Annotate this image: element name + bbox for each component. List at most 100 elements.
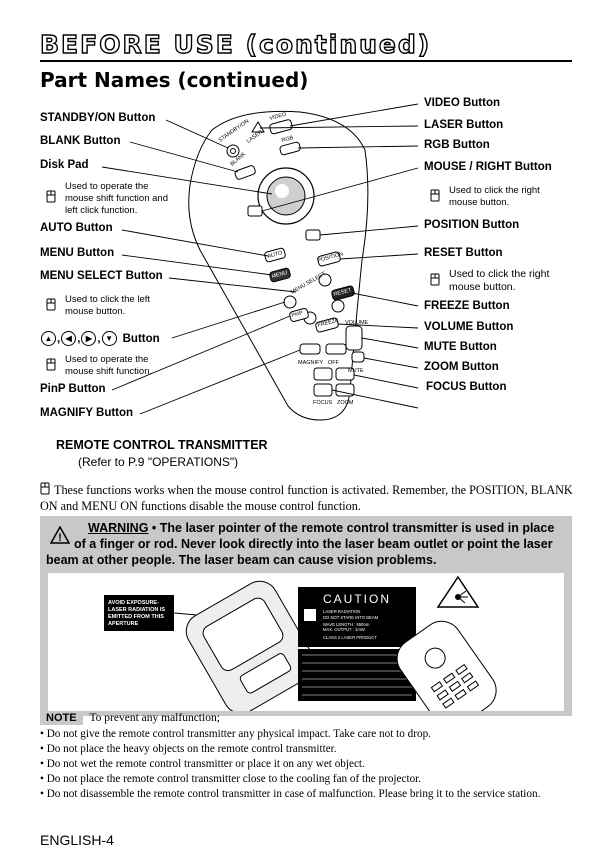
remote-label-off: OFF [328,360,340,366]
remote-focus-plus [313,367,333,381]
remote-label-pinp: PinP [291,310,304,319]
label-pinp-button: PinP Button [40,383,106,395]
product-label [298,649,416,701]
label-magnify-button: MAGNIFY Button [40,407,134,419]
remote-laser-btn [251,121,265,133]
list-item: • Do not place the heavy objects on the … [40,743,337,755]
label-zoom-button: ZOOM Button [424,361,499,373]
remote-front-view [396,620,497,711]
label-position-button: POSITION Button [424,219,520,231]
list-item: • Do not wet the remote control transmit… [40,758,365,770]
note-tag: NOTE [40,711,83,725]
remote-label-mute: MUTE [348,368,364,374]
mouse-icon [40,482,50,495]
remote-label-freeze: FREEZE [317,317,340,328]
mouse-icon [46,298,56,311]
label-mute-button: MUTE Button [424,341,497,353]
remote-label-video: VIDEO [269,112,288,122]
page-number: ENGLISH-4 [40,832,114,848]
aperture-label [104,595,174,631]
svg-text:DO NOT STARE INTO BEAM: DO NOT STARE INTO BEAM [323,615,379,620]
mouse-icon [430,189,440,202]
laser-hazard-icon [436,575,480,608]
svg-text:LASER RADIATION: LASER RADIATION [323,609,360,614]
label-video-button: VIDEO Button [424,97,501,109]
remote-label-focus: FOCUS [313,400,333,406]
mouse-function-notice: These functions works when the mouse con… [40,482,573,513]
remote-arrow-right [331,299,345,313]
remote-label-rgb: RGB [281,135,294,144]
page-subtitle: Part Names (continued) [40,68,309,92]
page-section-title: BEFORE USE (continued) [39,29,432,59]
svg-text:APERTURE: APERTURE [108,621,139,627]
svg-text:WAVE LENGTH : 650nm: WAVE LENGTH : 650nm [323,622,370,627]
svg-text:!: ! [58,532,62,544]
arrow-up-icon: ▲ [41,331,56,346]
warning-text: ! WARNING • The laser pointer of the rem… [46,521,555,567]
list-item: • Do not give the remote control transmi… [40,728,431,740]
svg-text:CLASS 2 LASER PRODUCT: CLASS 2 LASER PRODUCT [323,635,377,640]
caution-label [298,587,416,647]
label-disk-pad: Disk Pad [40,159,89,171]
remote-label-menu: MENU [271,270,288,280]
remote-zoom-minus [335,383,355,397]
remote-menu-btn [269,267,291,283]
label-arrow-buttons: ▲ , ◀ , ▶ , ▼ Button [41,331,160,346]
remote-video-btn [269,119,293,135]
remote-label-auto: AUTO [267,250,284,260]
warning-tag: WARNING [88,521,149,535]
remote-right-mouse-btn [305,229,321,241]
remote-freeze-btn [315,317,339,333]
label-reset-button: RESET Button [424,247,503,259]
list-item: • Do not place the remote control transm… [40,773,422,785]
label-blank-button: BLANK Button [40,135,121,147]
remote-mute-btn [351,351,365,363]
remote-back-view [185,580,316,711]
label-laser-button: LASER Button [424,119,504,131]
arrow-down-icon: ▼ [101,331,117,346]
mouse-icon [46,190,56,203]
label-volume-button: VOLUME Button [424,321,514,333]
label-menu-select-button: MENU SELECT Button [40,270,163,282]
remote-label-magnify: MAGNIFY [298,360,323,366]
mouse-icon [46,358,56,371]
label-focus-button: FOCUS Button [426,381,507,393]
remote-volume-btn [345,325,363,351]
label-menu-button: MENU Button [40,247,115,259]
remote-label-volume: VOLUME [345,320,369,326]
label-freeze-button: FREEZE Button [424,300,510,312]
remote-pinp-btn [289,308,309,322]
remote-label-reset: RESET [333,287,353,298]
svg-text:LASER RADIATION IS: LASER RADIATION IS [108,607,165,613]
disk-pad-highlight [275,184,289,198]
list-item: • Do not disassemble the remote control … [40,788,541,800]
label-rgb-button: RGB Button [424,139,490,151]
note-list: • Do not give the remote control transmi… [40,727,580,802]
remote-zoom-plus [335,367,355,381]
transmitter-title: REMOTE CONTROL TRANSMITTER [56,438,268,452]
svg-text:CAUTION: CAUTION [323,592,391,606]
remote-rgb-btn [279,141,301,156]
remote-magnify-off-btn [325,343,347,355]
remote-reset-btn [331,285,355,301]
warning-triangle-icon: ! [50,526,70,544]
laser-warning-illustration: AVOID EXPOSURE- LASER RADIATION IS EMITT… [104,575,497,711]
label-auto-button: AUTO Button [40,222,113,234]
remote-arrow-left [283,295,297,309]
remote-arrow-up [318,273,332,287]
svg-text:MAX. OUTPUT : 1mW: MAX. OUTPUT : 1mW [323,627,365,632]
remote-auto-btn [264,247,286,263]
svg-text:AVOID EXPOSURE-: AVOID EXPOSURE- [108,600,159,606]
remote-focus-minus [313,383,333,397]
remote-position-btn [317,251,341,267]
transmitter-reference: (Refer to P.9 "OPERATIONS") [78,455,239,469]
arrow-left-icon: ◀ [61,331,77,346]
label-standby-button: STANDBY/ON Button [40,112,156,124]
remote-label-zoom: ZOOM [337,400,354,406]
arrow-right-icon: ▶ [81,331,97,346]
remote-blank-btn [234,165,256,180]
mouse-icon [430,273,440,286]
